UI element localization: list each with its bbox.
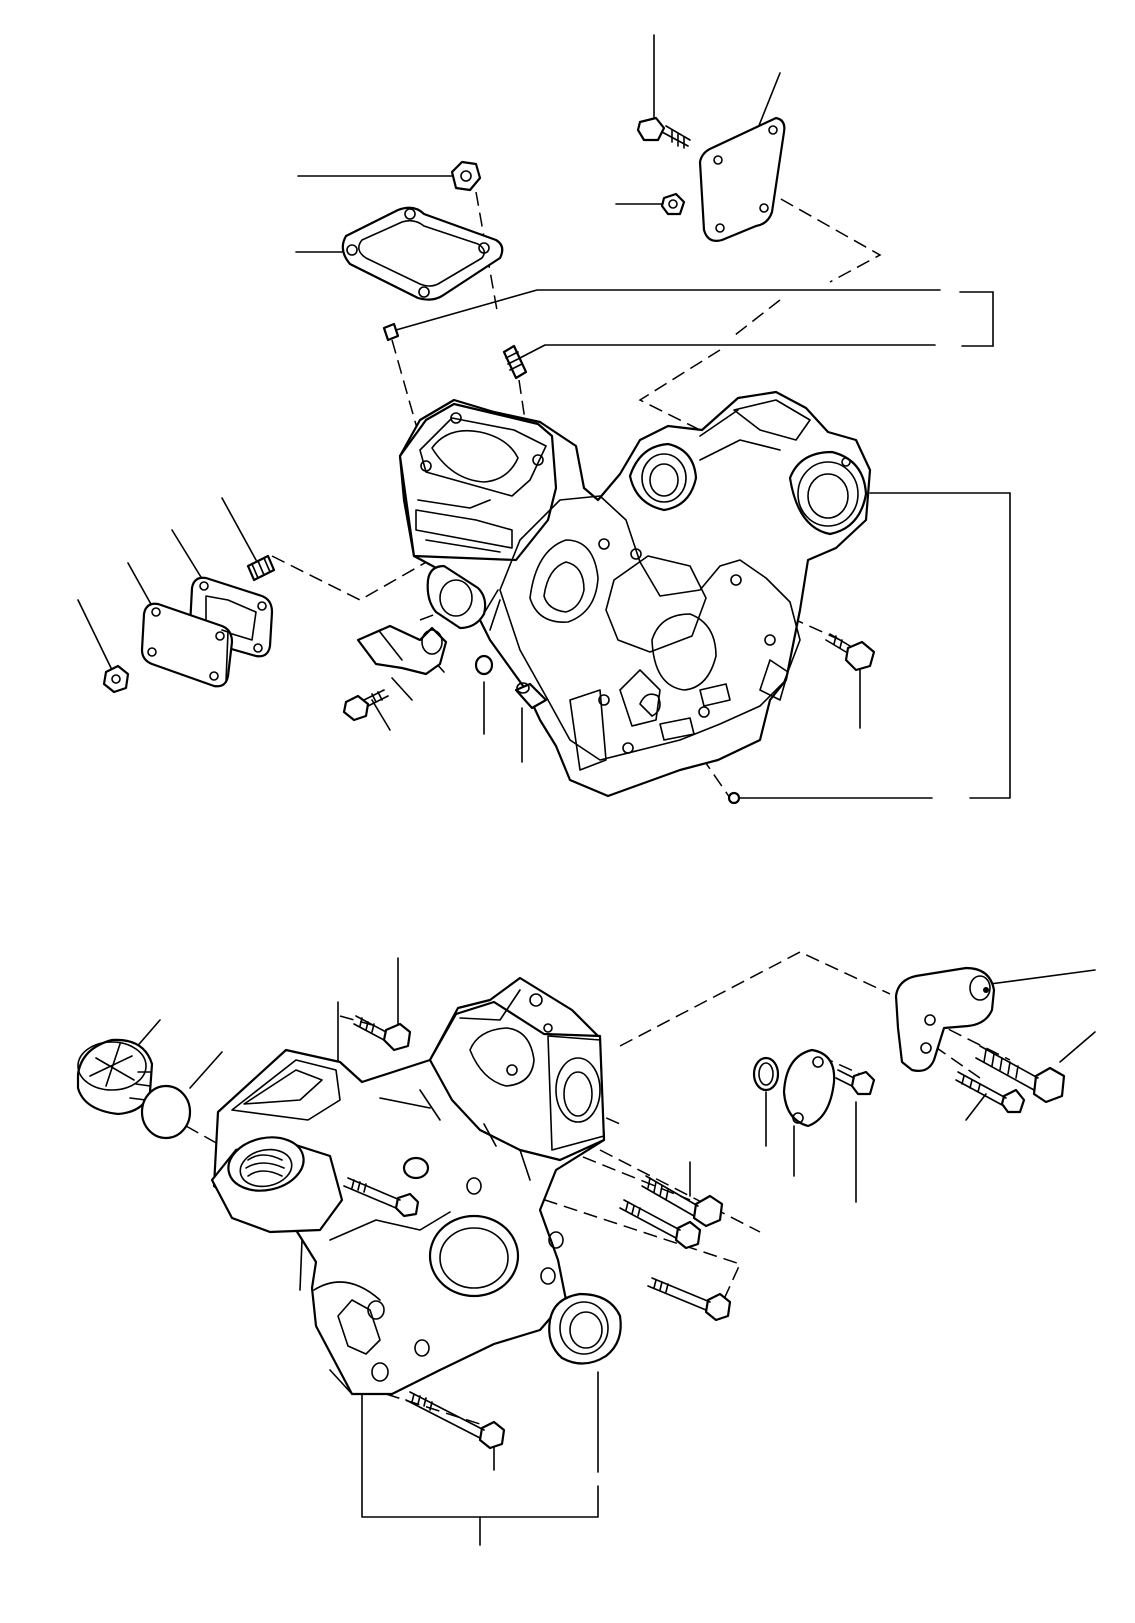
flange-gasket <box>426 564 487 630</box>
cover-bolt-lower <box>835 1069 876 1096</box>
blind-cover <box>782 1048 836 1128</box>
long-bolt <box>641 1175 724 1228</box>
cover-plate <box>698 116 786 242</box>
flange-bolt <box>342 689 389 722</box>
leader-lines-upper <box>77 34 1011 799</box>
breather-nut <box>450 160 482 192</box>
front-cover <box>210 976 606 1396</box>
outlet-bolt-short <box>955 1071 1026 1114</box>
upper-assembly <box>77 34 1011 805</box>
seal-ring <box>752 1056 780 1092</box>
gear-case <box>398 390 872 798</box>
cover-bolt <box>636 116 691 149</box>
case-bolt <box>825 633 876 672</box>
leader-lines-lower <box>133 957 1096 1546</box>
drain-plug <box>727 791 741 805</box>
water-outlet <box>894 966 996 1072</box>
side-stud <box>246 554 276 582</box>
side-nut <box>102 664 130 694</box>
dowel-pin <box>382 322 400 342</box>
side-bolt <box>343 1177 420 1218</box>
cover-nut <box>660 192 686 216</box>
plug <box>402 1156 430 1180</box>
stud <box>502 344 528 380</box>
lower-assembly <box>76 951 1096 1546</box>
lower-bolt <box>405 1391 506 1450</box>
oil-seal <box>548 1292 622 1365</box>
long-bolt-3 <box>647 1277 732 1322</box>
cap-o-ring <box>140 1084 192 1140</box>
flange <box>356 624 448 676</box>
long-bolt-2 <box>619 1199 702 1250</box>
side-cover <box>140 602 234 688</box>
filler-cap <box>76 1038 154 1116</box>
breather-gasket <box>341 206 504 301</box>
pin <box>514 682 548 710</box>
outlet-bolt <box>975 1045 1066 1104</box>
o-ring <box>474 654 494 676</box>
top-bolt <box>353 1015 412 1052</box>
